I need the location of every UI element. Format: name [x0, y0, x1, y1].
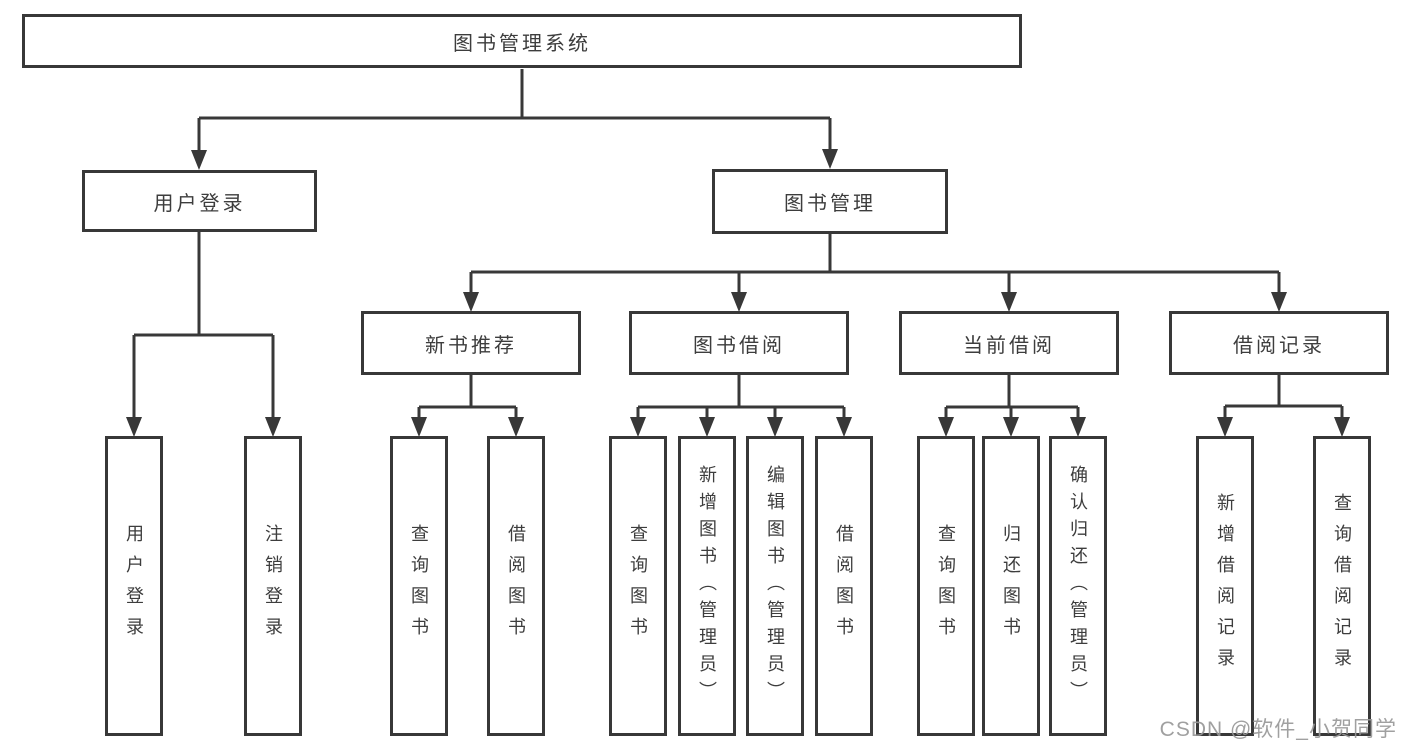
node-label: 归还图书 — [1001, 524, 1021, 648]
leaf-query-books-borrow: 查询图书 — [609, 436, 667, 736]
leaf-query-borrow-record: 查询借阅记录 — [1313, 436, 1371, 736]
node-label: 用户登录 — [153, 192, 246, 215]
node-label: 当前借阅 — [963, 334, 1055, 357]
node-label: 确认归还（管理员） — [1068, 464, 1088, 708]
node-label: 借阅图书 — [506, 524, 526, 648]
node-label: 注销登录 — [263, 524, 283, 648]
leaf-borrow-books: 借阅图书 — [815, 436, 873, 736]
node-user-login: 用户登录 — [82, 170, 317, 232]
leaf-user-login: 用户登录 — [105, 436, 163, 736]
node-borrowing-records: 借阅记录 — [1169, 311, 1389, 375]
node-label: 编辑图书（管理员） — [765, 464, 785, 708]
node-book-management: 图书管理 — [712, 169, 948, 234]
node-label: 新增图书（管理员） — [697, 464, 717, 708]
arrowhead-icons — [126, 149, 1350, 437]
node-label: 查询借阅记录 — [1332, 493, 1352, 679]
node-label: 查询图书 — [936, 524, 956, 648]
leaf-edit-books-admin: 编辑图书（管理员） — [746, 436, 804, 736]
node-label: 借阅记录 — [1233, 334, 1325, 357]
leaf-query-books-current: 查询图书 — [917, 436, 975, 736]
leaf-borrow-books-recommend: 借阅图书 — [487, 436, 545, 736]
node-label: 借阅图书 — [834, 524, 854, 648]
node-label: 用户登录 — [124, 524, 144, 648]
csdn-watermark: CSDN @软件_小贺同学 — [1159, 718, 1397, 741]
node-label: 新增借阅记录 — [1215, 493, 1235, 679]
node-current-borrowing: 当前借阅 — [899, 311, 1119, 375]
leaf-return-books: 归还图书 — [982, 436, 1040, 736]
node-label: 图书管理 — [784, 193, 876, 215]
node-label: 查询图书 — [628, 524, 648, 648]
node-new-book-recommendation: 新书推荐 — [361, 311, 581, 375]
leaf-add-books-admin: 新增图书（管理员） — [678, 436, 736, 736]
node-label: 查询图书 — [409, 524, 429, 648]
node-label: 图书管理系统 — [453, 32, 591, 55]
node-book-borrowing: 图书借阅 — [629, 311, 849, 375]
node-library-system: 图书管理系统 — [22, 14, 1022, 68]
node-label: 图书借阅 — [693, 334, 785, 357]
leaf-query-books-recommend: 查询图书 — [390, 436, 448, 736]
node-label: 新书推荐 — [425, 334, 517, 357]
connector-paths — [132, 69, 1344, 420]
leaf-add-borrow-record: 新增借阅记录 — [1196, 436, 1254, 736]
leaf-logout: 注销登录 — [244, 436, 302, 736]
leaf-confirm-return-admin: 确认归还（管理员） — [1049, 436, 1107, 736]
